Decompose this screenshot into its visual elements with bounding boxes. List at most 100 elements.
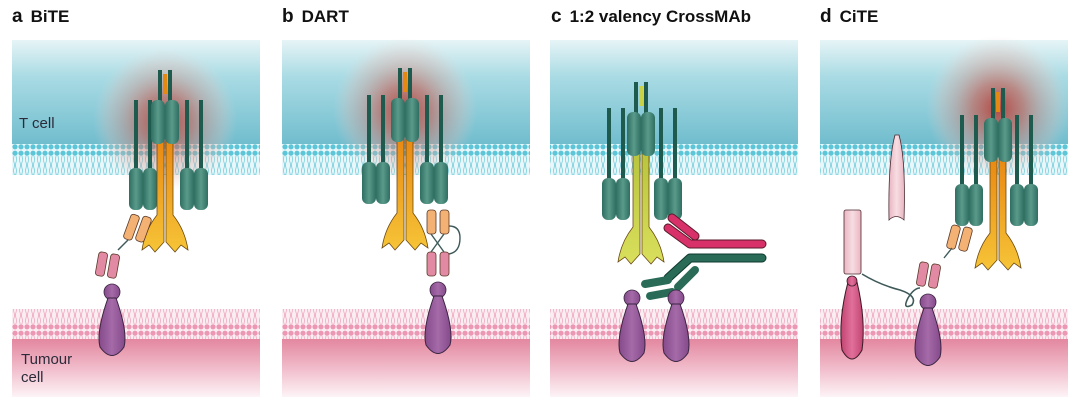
tumour-antigen-body [618,303,646,362]
cd3-stalk [439,95,443,166]
crossmab-light-chain [646,288,676,300]
tcr-zeta-core [403,72,407,92]
cd3-domain [129,168,143,210]
tcr-zeta-core [163,74,167,94]
crossmab-fab-heavy [668,214,699,240]
tcr-beta-chain [641,141,665,265]
tcr-complex [381,68,429,251]
tcr-beta-chain [165,129,189,253]
tcr-alpha-chain [617,141,641,265]
tcr-beta-chain [998,147,1022,271]
cd3-domain [984,118,998,162]
tcr-beta-chain [405,127,429,251]
cd3-zeta-stalk [644,82,648,122]
tcr-alpha-chain [974,147,998,271]
cd3-stalk [960,115,964,188]
dart-anti-tumour-domain [426,251,437,277]
tumour-cell-cytoplasm [282,339,530,397]
cd3-zeta-stalk [158,70,162,110]
cd3-zeta-stalk [408,68,412,108]
cd3-zeta-stalk [398,68,402,108]
bite-anti-cd3-domain [123,213,140,241]
cite-molecule [861,224,973,308]
bite-anti-tumour-domain [107,253,120,279]
tumour-antigen-body [662,303,690,362]
tumour-cell-membrane [12,309,260,340]
dart-linker [430,225,461,255]
cd3-stalk [673,108,677,182]
cd3-stalk [621,108,625,182]
cd3-stalk [1029,115,1033,188]
bite-molecule [95,213,152,279]
panel-title-text: BiTE [30,7,70,26]
cite-ligand-bound [843,209,862,275]
tcr-complex [141,70,189,253]
cd3-stalk [425,95,429,166]
panel-b-dart [282,38,530,397]
cite-anti-tumour-domain [916,261,929,287]
cd3-domain [969,184,983,226]
panel-c-crossmab [550,40,798,397]
tumour-antigen-body [98,297,126,356]
tumour-cell-label-line2: cell [21,369,44,386]
crossmab-fab-2 [674,266,699,291]
panel-title-text: CiTE [839,7,879,26]
cd3-stalk [974,115,978,188]
tumour-cell-label-line1: Tumour [21,351,73,368]
cd3-domain [376,162,390,204]
dart-anti-tumour-domain [439,251,450,277]
cd3-domain [420,162,434,204]
cd3-stalk [607,108,611,182]
cd3-stalk [134,100,138,172]
tumour-cell-membrane [282,309,530,340]
panel-title-text: DART [301,7,349,26]
panel-a-bite [12,40,260,397]
cd3-stalk [659,108,663,182]
panel-title-a: a BiTE [12,6,69,28]
cd3-domain [143,168,157,210]
crossmab-heavy-chain-green [664,254,766,282]
cd3-stalk [199,100,203,172]
cd3-domain [654,178,668,220]
cd3-domain [602,178,616,220]
cd3-domain [405,98,419,142]
cd3-stalk [1015,115,1019,188]
cd3-domain [151,100,165,144]
cd3-domain [998,118,1012,162]
tcr-complex [617,82,665,265]
dart-anti-cd3-domain [426,209,437,235]
cd3-domain [1010,184,1024,226]
cd3-stalk [148,100,152,172]
cite-receptor-head [846,275,858,287]
cd3-domain [627,112,641,156]
tumour-antigen-body [424,295,452,354]
cite-receptor-tumour [840,281,864,360]
panel-title-text: 1:2 valency CrossMAb [569,7,751,26]
cd3-domain [165,100,179,144]
cd3-zeta-stalk [1001,88,1005,128]
crossmab-fab-1 [641,276,672,288]
dart-anti-cd3-domain [439,209,450,235]
cd3-domain [955,184,969,226]
cd3-domain [616,178,630,220]
cd3-domain [641,112,655,156]
tcr-zeta-core [996,92,1000,112]
cd3-domain [668,178,682,220]
cd3-domain [1024,184,1038,226]
tcr-complex [974,88,1022,271]
cd3-domain [194,168,208,210]
crossmab-heavy-chain-red [664,224,766,248]
panel-letter: a [12,6,23,27]
cd3-stalk [367,95,371,166]
cd3-domain [180,168,194,210]
cd3-stalk [185,100,189,172]
cd3-domain [391,98,405,142]
cd3-zeta-stalk [168,70,172,110]
cd3-zeta-stalk [634,82,638,122]
crossmab-molecule [641,213,767,300]
bite-anti-cd3-domain [135,215,152,243]
